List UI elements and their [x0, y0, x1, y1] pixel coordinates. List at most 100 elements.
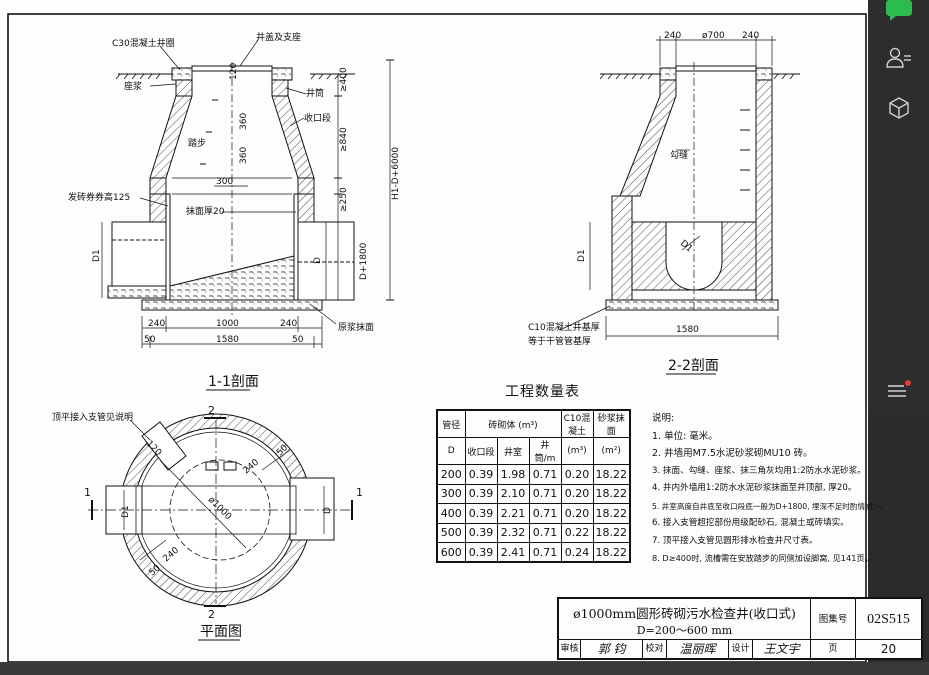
table-cell: 2.32 — [496, 522, 530, 543]
dim-240-b: 240 — [280, 319, 297, 329]
table-cell: 0.20 — [560, 483, 594, 504]
table-cell: 0.39 — [464, 483, 498, 504]
design-label: 设计 — [729, 640, 753, 658]
dim-50-b: 50 — [292, 335, 304, 345]
title-block: ø1000mm圆形砖砌污水检查井(收口式) D=200～600 mm 图集号 0… — [557, 597, 923, 660]
label-top-flat: 顶平接入支管见说明 — [52, 411, 133, 423]
label-shaft: 井筒 — [306, 87, 324, 99]
label-mortar: 座浆 — [124, 80, 142, 92]
note-item: 4. 井内外墙用1:2防水水泥砂浆抹面至井顶部, 厚20。 — [652, 483, 857, 493]
note-item: 6. 接入支管超挖部份用级配砂石, 混凝土或砖填实。 — [652, 518, 849, 528]
section-mark-1-left: 1 — [84, 486, 91, 499]
plan-title: 平面图 — [200, 624, 242, 640]
label-brick-arch: 发砖券券高125 — [68, 191, 130, 203]
table-cell: 0.71 — [528, 542, 562, 563]
table-cell: 0.71 — [528, 464, 562, 485]
cube-button[interactable] — [868, 86, 929, 130]
notes-heading: 说明: — [652, 413, 675, 424]
table-cell: 600 — [436, 542, 466, 563]
table-row: 600 0.39 2.41 0.71 0.24 18.22 — [436, 542, 631, 563]
dim-400: ≥400 — [339, 67, 349, 92]
th-brick-chamber: 井室 — [496, 437, 530, 465]
table-row: 400 0.39 2.21 0.71 0.20 18.22 — [436, 503, 631, 524]
th-c10: C10混凝土 — [560, 409, 594, 438]
label-base2-22: 等于干管管基厚 — [528, 335, 591, 347]
dim-d-plan: D — [323, 507, 333, 514]
menu-icon — [887, 380, 911, 397]
dim-700: ø700 — [702, 31, 725, 41]
section-2-2: 240 ø700 240 勾缝 D1 D1 1580 C10混凝土井基厚 等于干… — [528, 31, 800, 375]
note-item: 7. 顶平接入支管见圆形排水检查井尺寸表。 — [652, 535, 818, 546]
table-cell: 18.22 — [592, 522, 631, 543]
drawing-sheet: C30混凝土井圈 井盖及支座 座浆 井筒 收口段 踏步 发砖券券高125 抹面厚… — [0, 0, 888, 662]
quantity-table: 管径 砖砌体 (m³) C10混凝土 砂浆抹面 D 收口段 井室 井筒/m (m… — [436, 409, 631, 563]
table-cell: 18.22 — [592, 464, 631, 485]
table-cell: 0.39 — [464, 464, 498, 485]
table-row: 200 0.39 1.98 0.71 0.20 18.22 — [436, 464, 631, 485]
page-number: 20 — [880, 642, 897, 656]
table-cell: 18.22 — [592, 542, 631, 563]
side-panel — [868, 0, 929, 414]
dim-840: ≥840 — [339, 127, 349, 152]
drawing-canvas: C30混凝土井圈 井盖及支座 座浆 井筒 收口段 踏步 发砖券券高125 抹面厚… — [7, 13, 867, 662]
section-1-1-title: 1-1剖面 — [208, 374, 259, 390]
table-cell: 0.20 — [560, 464, 594, 485]
chat-button[interactable] — [868, 0, 929, 22]
review-signature: 郭 钧 — [581, 640, 643, 658]
dim-d1800: D+1800 — [359, 242, 369, 280]
note-item: 1. 单位: 毫米。 — [652, 430, 718, 442]
label-joint: 勾缝 — [670, 149, 688, 161]
th-brick-shaft: 井筒/m — [528, 437, 562, 465]
label-c30-ring: C30混凝土井圈 — [112, 37, 175, 49]
table-cell: 2.41 — [496, 542, 530, 563]
atlas-label: 图集号 — [811, 599, 856, 640]
note-item: 2. 井墙用M7.5水泥砂浆砌MU10 砖。 — [652, 448, 813, 459]
dim-300: 300 — [216, 177, 233, 187]
contacts-button[interactable] — [868, 36, 929, 80]
check-signature: 温丽晖 — [667, 640, 729, 658]
dim-d1: D1 — [92, 249, 102, 262]
section-1-1: C30混凝土井圈 井盖及支座 座浆 井筒 收口段 踏步 发砖券券高125 抹面厚… — [68, 31, 401, 391]
notification-badge — [904, 380, 911, 386]
label-step: 踏步 — [188, 137, 206, 149]
contacts-icon — [885, 47, 911, 68]
plan-view: 顶平接入支管见说明 ø1000 240 240 50 50 120 D1 D 1… — [52, 404, 363, 641]
menu-button[interactable] — [868, 368, 929, 412]
dim-360-a: 360 — [239, 113, 249, 130]
th-diameter-sub: D — [436, 437, 466, 465]
dim-1580: 1580 — [216, 335, 239, 345]
th-c10-unit: (m³) — [560, 437, 594, 465]
section-2-2-title: 2-2剖面 — [668, 358, 719, 374]
th-brick-reducer: 收口段 — [464, 437, 498, 465]
note-item: 5. 井室高度自井底至收口段底一般为D+1800, 埋深不足时酌情减少。 — [652, 501, 888, 511]
table-cell: 0.39 — [464, 503, 498, 524]
note-item: 3. 抹面、勾缝、座浆、抹三角灰均用1:2防水水泥砂浆。 — [652, 465, 866, 476]
drawing-title: ø1000mm圆形砖砌污水检查井(收口式) — [573, 606, 796, 621]
table-cell: 18.22 — [592, 483, 631, 504]
quantity-table-title: 工程数量表 — [505, 384, 580, 400]
drawing-subtitle: D=200～600 mm — [636, 624, 733, 637]
dim-1580-22: 1580 — [676, 325, 699, 335]
th-brick: 砖砌体 (m³) — [464, 409, 562, 438]
section-mark-1-right: 1 — [356, 486, 363, 499]
title-block-main: ø1000mm圆形砖砌污水检查井(收口式) D=200～600 mm — [559, 599, 811, 640]
table-cell: 0.24 — [560, 542, 594, 563]
label-base: 原浆抹面 — [338, 321, 374, 333]
table-cell: 0.39 — [464, 522, 498, 543]
cube-icon — [888, 97, 909, 119]
drawing-frame — [7, 13, 867, 662]
th-plaster-unit: (m²) — [592, 437, 631, 465]
notes: 说明: 1. 单位: 毫米。 2. 井墙用M7.5水泥砂浆砌MU10 砖。 3.… — [652, 410, 888, 568]
th-diameter: 管径 — [436, 409, 466, 438]
table-cell: 0.39 — [464, 542, 498, 563]
section-mark-2-top: 2 — [208, 404, 215, 417]
chat-icon — [885, 0, 912, 21]
table-row: 500 0.39 2.32 0.71 0.22 18.22 — [436, 522, 631, 543]
table-cell: 0.71 — [528, 483, 562, 504]
table-cell: 0.71 — [528, 503, 562, 524]
table-cell: 200 — [436, 464, 466, 485]
dim-d: D — [313, 257, 323, 264]
design-signature: 王文宇 — [753, 640, 811, 658]
table-cell: 0.20 — [560, 503, 594, 524]
table-cell: 18.22 — [592, 503, 631, 524]
